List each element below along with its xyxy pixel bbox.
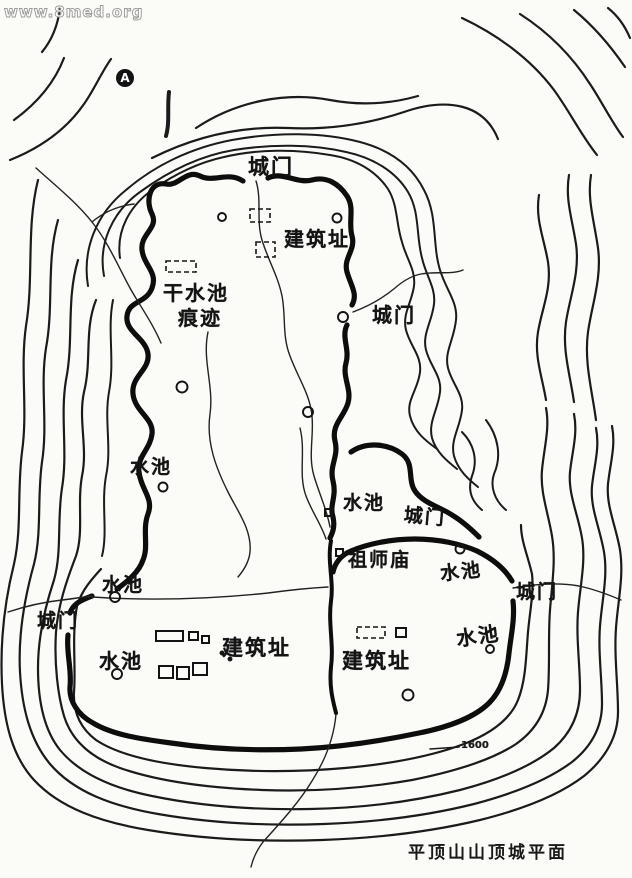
label-pool-west: 水池 (130, 456, 173, 478)
elevation-label: 1600 (461, 740, 489, 751)
roads (7, 167, 622, 868)
contour-lines (0, 6, 632, 842)
label-dry-pool-line1: 干水池 (163, 281, 229, 305)
label-building-site-upper: 建筑址 (284, 227, 350, 251)
lower-city-wall-main (64, 598, 517, 753)
upper-city-wall-west (114, 171, 246, 592)
pool-circles (109, 212, 495, 702)
lower-city-wall-nw-corner (67, 593, 95, 616)
city-wall (64, 171, 517, 753)
label-pool-center: 水池 (343, 492, 386, 514)
building-rectangles (155, 508, 407, 680)
upper-city-wall-north-east (265, 173, 357, 308)
label-pool-southwest: 水池 (99, 649, 143, 673)
label-pool-west-mid: 水池 (102, 574, 145, 596)
label-gate-east: 城门 (516, 581, 559, 603)
label-building-site-south: 建筑址 (342, 649, 411, 673)
label-pool-east-mid: 水池 (439, 558, 484, 586)
dashed-building-outlines (165, 208, 386, 639)
label-pool-southeast: 水池 (454, 621, 502, 651)
label-gate-top: 城门 (248, 155, 294, 179)
lower-city-wall-ne-shoulder (330, 536, 515, 584)
label-gate-west: 城门 (37, 610, 80, 632)
label-gate-inner-east: 城门 (372, 303, 416, 327)
figure-caption: 平顶山山顶城平面 (408, 843, 568, 863)
label-building-site-southwest: 建筑址 (222, 636, 291, 660)
watermark-text: www.8med.org (4, 3, 144, 22)
east-lobe-wall (348, 442, 482, 540)
survey-marker-icon: A (116, 69, 134, 87)
label-dry-pool-line2: 痕迹 (178, 306, 222, 330)
label-gate-center: 城门 (402, 504, 447, 530)
inner-divider-wall (327, 539, 338, 715)
label-zushi-temple: 祖师庙 (348, 549, 412, 571)
